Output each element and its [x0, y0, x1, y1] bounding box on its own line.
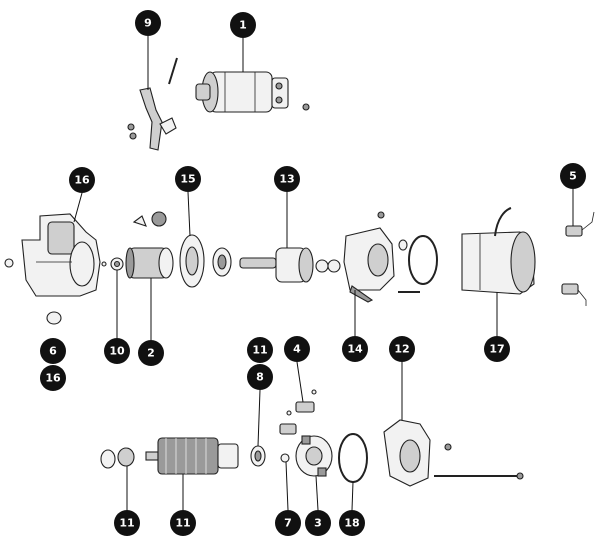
callout-badge-4: 4 [284, 336, 310, 362]
part-drive-end-housing [4, 213, 101, 297]
callout-label: 2 [147, 347, 155, 360]
callout-badge-16-top: 16 [69, 167, 95, 193]
callout-label: 11 [119, 517, 134, 530]
callout-label: 16 [74, 174, 90, 187]
callout-label: 11 [252, 344, 267, 357]
callout-badge-15: 15 [175, 166, 201, 192]
callout-badge-13: 13 [274, 166, 300, 192]
part-screw [280, 453, 290, 463]
part-brush-holder [295, 435, 333, 477]
callout-badge-10: 10 [104, 338, 130, 364]
callout-label: 15 [180, 173, 195, 186]
callout-badge-18: 18 [339, 510, 365, 536]
part-washer-small [101, 257, 124, 271]
callout-label: 17 [489, 343, 504, 356]
callout-badge-6: 6 [40, 338, 66, 364]
callout-badge-8: 8 [247, 364, 273, 390]
callout-label: 12 [394, 343, 409, 356]
callout-label: 5 [569, 170, 577, 183]
part-washers-left [100, 447, 135, 469]
callout-badge-11-left: 11 [114, 510, 140, 536]
callout-badge-17: 17 [484, 336, 510, 362]
leader-lines [73, 36, 574, 511]
callout-badge-2: 2 [138, 340, 164, 366]
callout-badge-12: 12 [389, 336, 415, 362]
callout-label: 1 [239, 19, 247, 32]
callout-label: 16 [45, 372, 61, 385]
callout-label: 18 [344, 517, 359, 530]
callout-badge-14: 14 [342, 336, 368, 362]
callout-badge-5: 5 [560, 163, 586, 189]
callout-badge-11-center: 11 [170, 510, 196, 536]
part-brushes [561, 211, 595, 306]
callout-label: 9 [144, 17, 152, 30]
callout-label: 10 [109, 345, 125, 358]
part-shift-lever [127, 57, 178, 151]
callout-label: 3 [314, 517, 322, 530]
callout-badge-16-bottom: 16 [40, 365, 66, 391]
callout-badge-9: 9 [135, 10, 161, 36]
callout-label: 11 [175, 517, 190, 530]
part-pinion-clutch [125, 211, 174, 279]
part-end-cover [383, 419, 524, 487]
part-armature [145, 437, 239, 475]
callout-badge-7: 7 [275, 510, 301, 536]
part-solenoid [195, 71, 310, 113]
callout-badge-1: 1 [230, 12, 256, 38]
part-bearing [250, 445, 266, 467]
callout-badge-3: 3 [305, 510, 331, 536]
callout-badge-11-upper: 11 [247, 337, 273, 363]
callout-label: 4 [293, 343, 301, 356]
callout-label: 14 [347, 343, 363, 356]
callout-label: 7 [284, 517, 292, 530]
part-reduction-housing [343, 211, 438, 303]
part-brush-springs [279, 389, 317, 435]
part-planetary-gear [239, 247, 341, 283]
callout-label: 13 [279, 173, 294, 186]
part-o-ring [338, 433, 368, 483]
part-field-frame [461, 207, 536, 295]
callout-label: 6 [49, 345, 57, 358]
part-intermediate-plate [179, 234, 232, 288]
callout-label: 8 [256, 371, 264, 384]
part-bushing [46, 311, 62, 325]
